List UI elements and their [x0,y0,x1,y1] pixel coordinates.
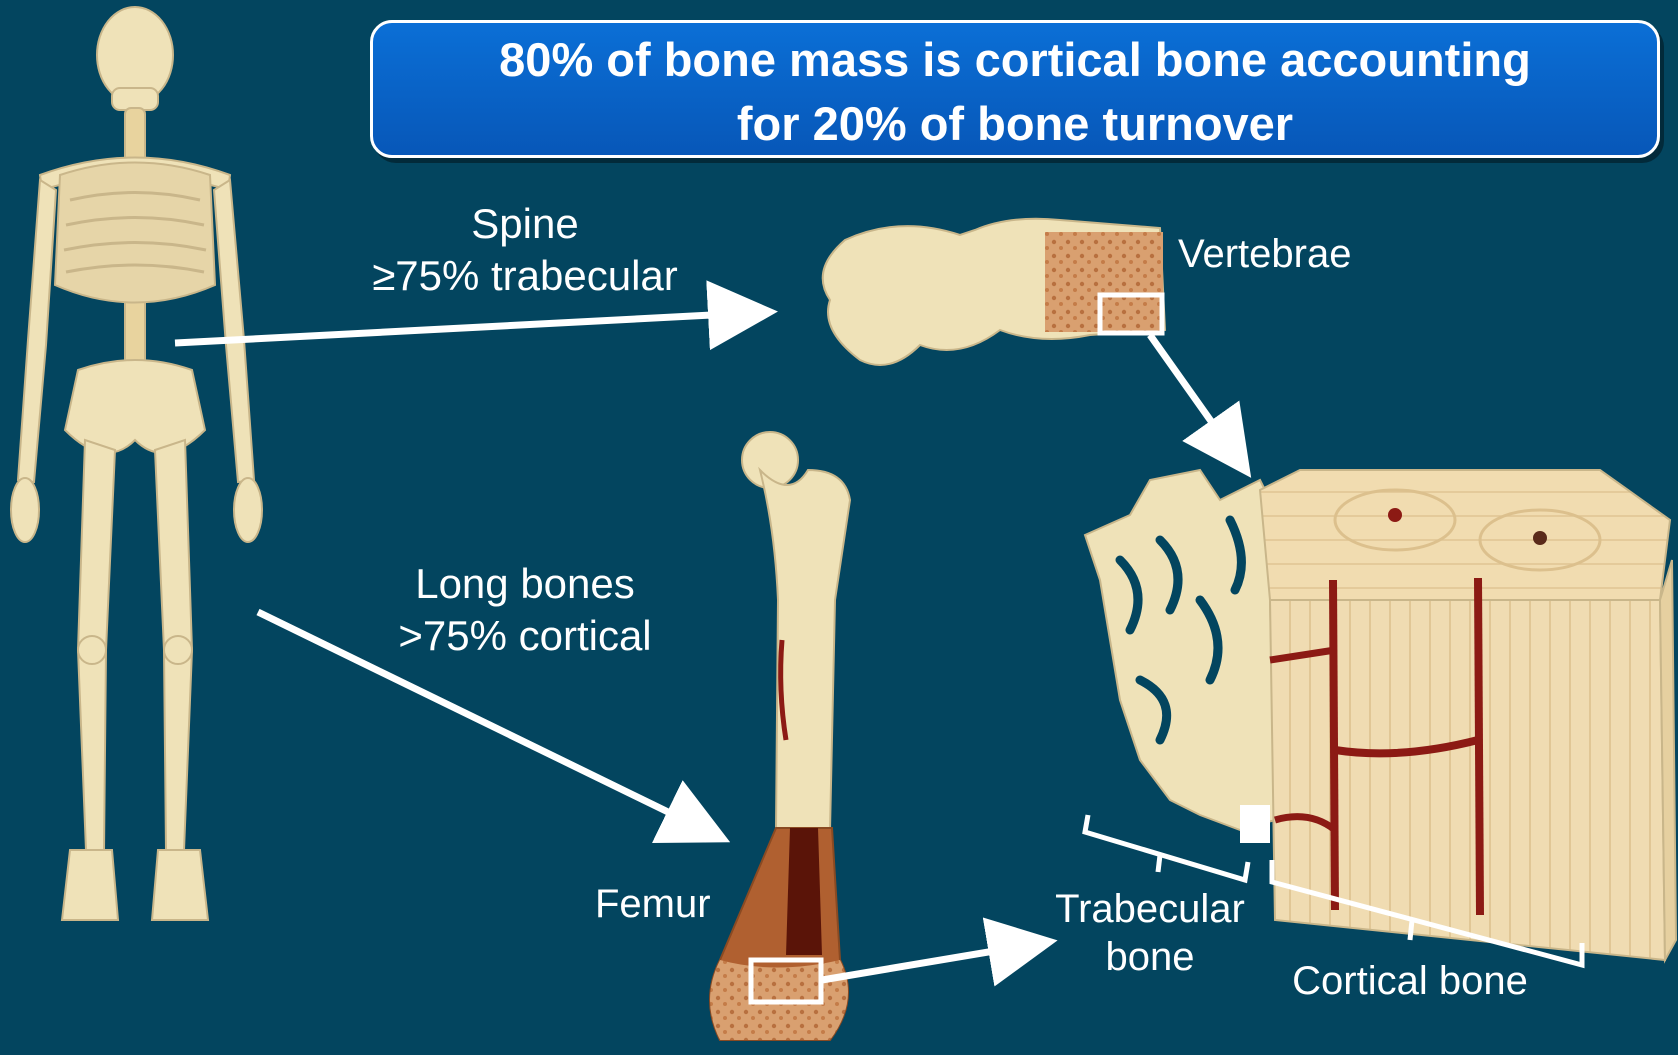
skeleton-illustration [11,7,262,920]
trabecular-bone-label: Trabecular bone [1040,885,1260,981]
spine-label-line-1: Spine [340,198,710,250]
long-bones-label-line-2: >75% cortical [350,610,700,662]
vertebrae-label: Vertebrae [1178,228,1378,280]
boundary-marker [1240,805,1270,843]
trabecular-label-line-2: bone [1040,933,1260,981]
vertebra-illustration [823,219,1165,365]
cortical-bone-label: Cortical bone [1270,955,1550,1007]
arrow-femur-to-trabecular [822,945,1030,980]
long-bones-label: Long bones >75% cortical [350,558,700,662]
spine-label-line-2: ≥75% trabecular [340,250,710,302]
arrow-vertebra-to-block [1150,335,1235,455]
femur-label: Femur [595,878,725,930]
spine-label: Spine ≥75% trabecular [340,198,710,302]
trabecular-label-line-1: Trabecular [1040,885,1260,933]
femur-illustration [710,432,850,1040]
arrow-skeleton-to-vertebra [175,313,750,343]
long-bones-label-line-1: Long bones [350,558,700,610]
